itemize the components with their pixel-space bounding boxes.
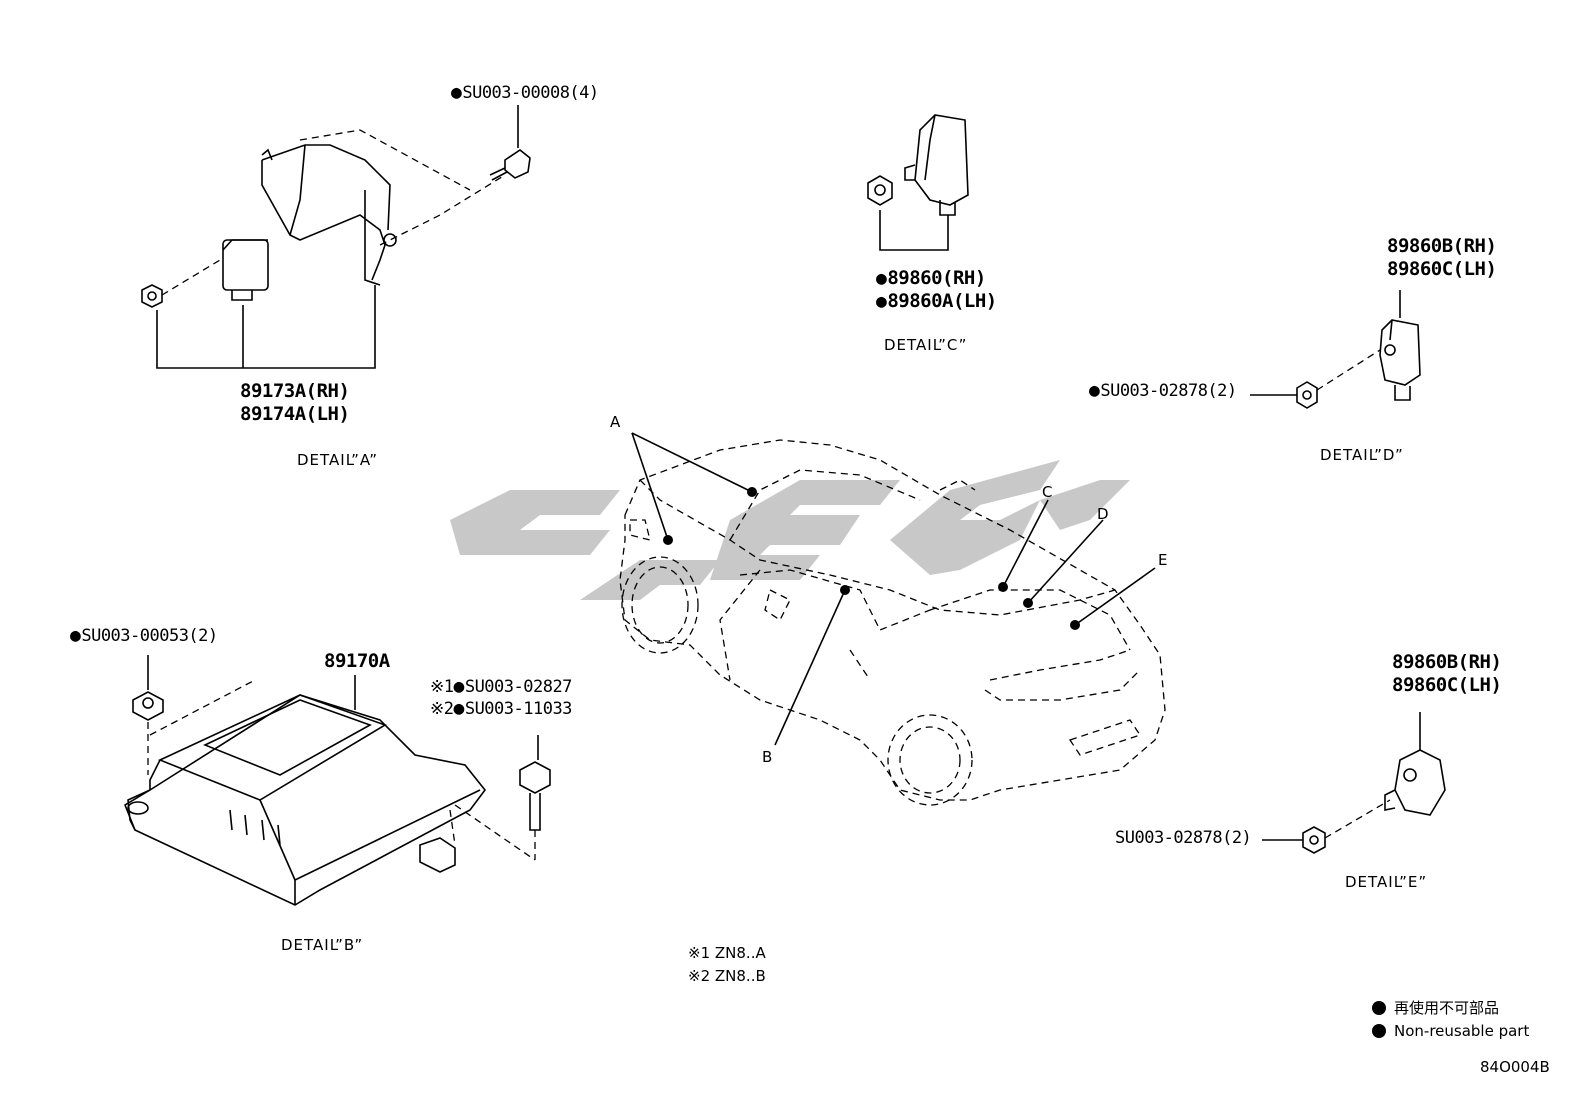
detail-b-nut-label: SU003-00053(2) — [70, 627, 218, 645]
detail-e-part-rh-label: 89860B(RH) — [1392, 651, 1502, 673]
detail-a-bolt-label: SU003-00008(4) — [451, 84, 599, 102]
car-outline — [619, 432, 1166, 806]
detail-a-drawing — [141, 105, 531, 369]
detail-c-part-lh-label: 89860A(LH) — [876, 292, 997, 311]
non-reusable-dot-icon — [1372, 1000, 1386, 1015]
car-callout-c: C — [1042, 483, 1053, 501]
detail-d-drawing — [1250, 290, 1421, 409]
detail-c-drawing — [867, 114, 969, 251]
detail-b-mark2: ※2 — [430, 699, 454, 719]
detail-d-caption: DETAIL”D” — [1320, 446, 1404, 464]
detail-b-drawing — [124, 655, 551, 906]
car-callout-d: D — [1097, 505, 1109, 523]
detail-c-part-rh-label: 89860(RH) — [876, 269, 986, 288]
detail-a-part-lh-label: 89174A(LH) — [240, 403, 350, 425]
car-callout-a: A — [610, 413, 621, 431]
legend-en-row: Non-reusable part — [1372, 1022, 1529, 1040]
note-1: ※1 ZN8..A — [688, 944, 766, 962]
detail-c-caption: DETAIL”C” — [884, 336, 968, 354]
note-2: ※2 ZN8..B — [688, 967, 766, 985]
detail-b-bolt2-label: SU003-11033 — [453, 699, 572, 719]
legend-jp-row: 再使用不可部品 — [1372, 997, 1499, 1018]
detail-b-bolt1-row: ※1SU003-02827 — [430, 677, 572, 697]
car-callout-e: E — [1158, 551, 1168, 569]
detail-d-nut-label: SU003-02878(2) — [1089, 382, 1237, 400]
detail-e-nut-label: SU003-02878(2) — [1115, 828, 1252, 848]
detail-b-mark1: ※1 — [430, 677, 454, 697]
watermark-logo — [450, 460, 1130, 600]
detail-b-bolt2-row: ※2SU003-11033 — [430, 699, 572, 719]
detail-e-part-lh-label: 89860C(LH) — [1392, 674, 1502, 696]
detail-a-part-rh-label: 89173A(RH) — [240, 380, 350, 402]
detail-d-part-lh-label: 89860C(LH) — [1387, 258, 1497, 280]
detail-a-caption: DETAIL”A” — [297, 451, 379, 469]
detail-d-part-rh-label: 89860B(RH) — [1387, 235, 1497, 257]
detail-b-part-label: 89170A — [324, 650, 390, 672]
legend-en-text: Non-reusable part — [1394, 1022, 1530, 1040]
detail-b-caption: DETAIL”B” — [281, 936, 364, 954]
car-callout-b: B — [762, 748, 773, 766]
legend-jp-text: 再使用不可部品 — [1394, 999, 1500, 1017]
detail-b-bolt1-label: SU003-02827 — [453, 677, 572, 697]
non-reusable-dot-icon — [1372, 1024, 1386, 1038]
detail-e-drawing — [1262, 712, 1446, 854]
diagram-code: 84O004B — [1480, 1058, 1550, 1076]
detail-e-caption: DETAIL”E” — [1345, 873, 1428, 891]
